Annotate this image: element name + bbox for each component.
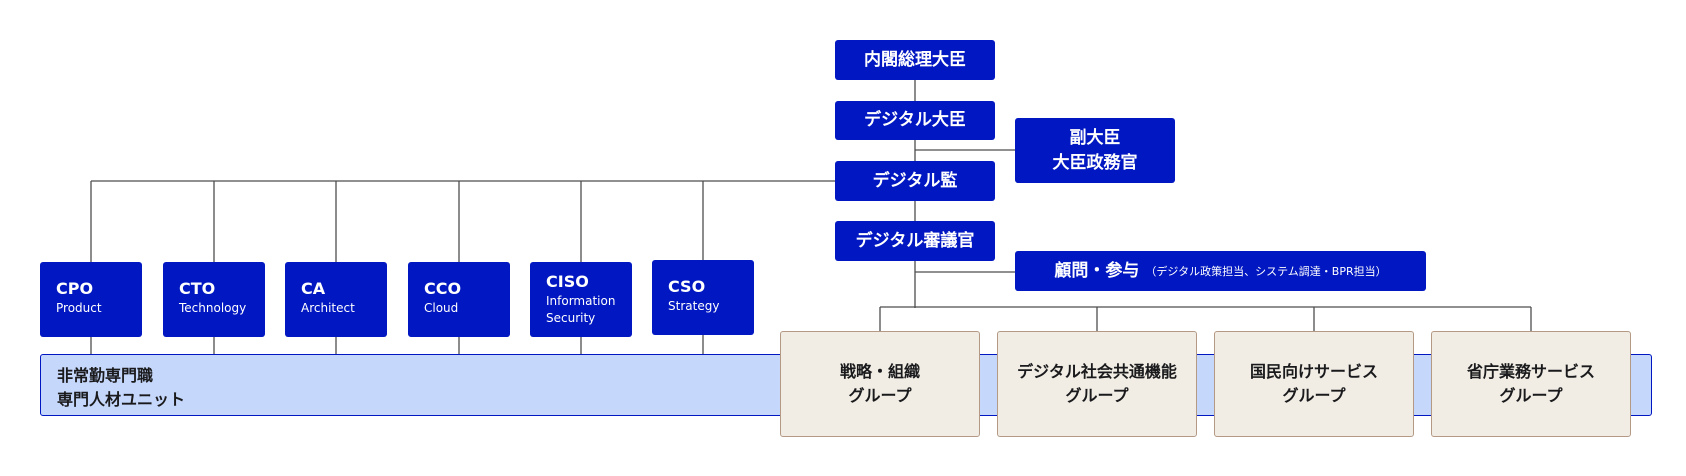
digital-minister-label: デジタル大臣 bbox=[864, 110, 966, 130]
officer-name: Technology bbox=[179, 301, 247, 315]
officer-name-line2: Security bbox=[546, 311, 596, 325]
digital-minister-box: デジタル大臣 bbox=[835, 101, 995, 140]
advisor-box: 顧問・参与 （デジタル政策担当、システム調達・BPR担当） bbox=[1015, 251, 1426, 291]
specialist-unit-line1: 非常勤専門職 bbox=[57, 366, 154, 385]
vice-minister-box: 副大臣 大臣政務官 bbox=[1015, 118, 1175, 183]
officer-abbr: CA bbox=[301, 279, 326, 298]
officer-name: Strategy bbox=[668, 299, 720, 313]
digital-councillor-box: デジタル審議官 bbox=[835, 221, 995, 261]
officer-name-line1: Information bbox=[546, 294, 616, 308]
digital-supervisor-label: デジタル監 bbox=[872, 170, 958, 191]
officer-box-ca: CA Architect bbox=[285, 262, 387, 337]
advisor-note: （デジタル政策担当、システム調達・BPR担当） bbox=[1145, 264, 1387, 278]
digital-supervisor-box: デジタル監 bbox=[835, 161, 995, 201]
digital-councillor-label: デジタル審議官 bbox=[855, 230, 975, 251]
advisor-label: 顧問・参与 bbox=[1054, 260, 1140, 281]
officer-name: Architect bbox=[301, 301, 355, 315]
officer-abbr: CSO bbox=[668, 277, 706, 296]
officer-abbr: CPO bbox=[56, 279, 94, 298]
officer-name: Cloud bbox=[424, 301, 459, 315]
group-label-line1: デジタル社会共通機能 bbox=[1017, 362, 1177, 381]
officer-name: Product bbox=[56, 301, 102, 315]
group-label-line1: 省庁業務サービス bbox=[1466, 362, 1595, 381]
group-label-line1: 戦略・組織 bbox=[839, 362, 920, 381]
group-label-line2: グループ bbox=[1282, 386, 1346, 405]
officer-abbr: CTO bbox=[179, 279, 216, 298]
officer-box-cto: CTO Technology bbox=[163, 262, 265, 337]
group-label-line2: グループ bbox=[1065, 386, 1129, 405]
prime-minister-label: 内閣総理大臣 bbox=[864, 49, 966, 70]
group-label-line1: 国民向けサービス bbox=[1249, 362, 1378, 381]
group-label-line2: グループ bbox=[848, 386, 912, 405]
group-ministry-operations-services: 省庁業務サービス グループ bbox=[1431, 331, 1631, 437]
group-label-line2: グループ bbox=[1499, 386, 1563, 405]
prime-minister-box: 内閣総理大臣 bbox=[835, 40, 995, 80]
specialist-unit-line2: 専門人材ユニット bbox=[57, 390, 186, 409]
parliamentary-secretary-label: 大臣政務官 bbox=[1052, 152, 1138, 173]
officer-box-cpo: CPO Product bbox=[40, 262, 142, 337]
group-strategy-organization: 戦略・組織 グループ bbox=[780, 331, 980, 437]
officer-box-cso: CSO Strategy bbox=[652, 260, 754, 335]
officer-abbr: CISO bbox=[546, 272, 589, 291]
officer-box-cco: CCO Cloud bbox=[408, 262, 510, 337]
vice-minister-label: 副大臣 bbox=[1069, 127, 1121, 148]
group-citizen-services: 国民向けサービス グループ bbox=[1214, 331, 1414, 437]
group-digital-society-common-functions: デジタル社会共通機能 グループ bbox=[997, 331, 1197, 437]
officer-box-ciso: CISO Information Security bbox=[530, 262, 632, 337]
officer-abbr: CCO bbox=[424, 279, 462, 298]
